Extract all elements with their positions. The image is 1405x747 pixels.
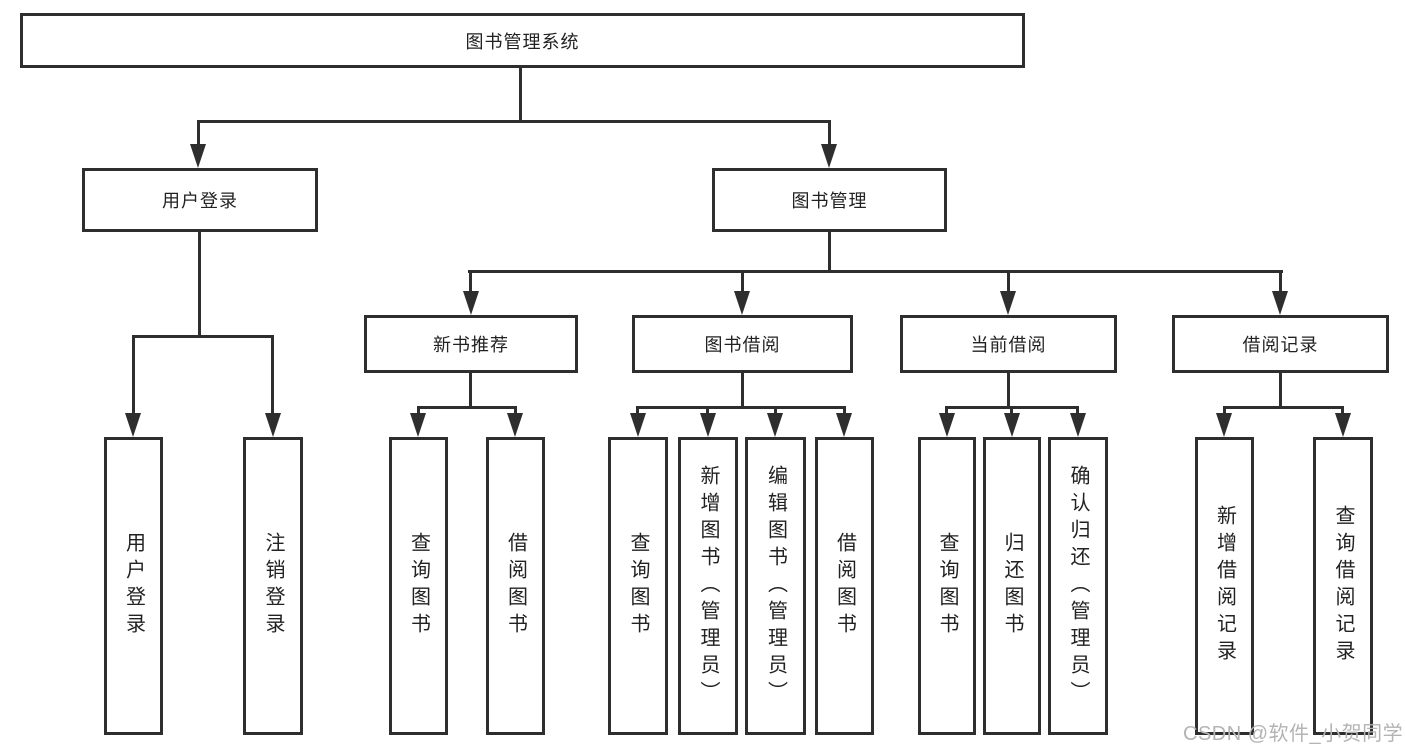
arrowhead-icon (767, 413, 783, 437)
leaf-borrow-books-recommend: 借阅图书 (486, 437, 545, 735)
connector-drop (945, 406, 948, 418)
connector-rail-level3 (468, 270, 1283, 273)
arrowhead-icon (410, 413, 426, 437)
arrowhead-icon (125, 413, 141, 437)
arrowhead-icon (1070, 413, 1086, 437)
connector-rail-borrowing (636, 406, 846, 409)
connector-rail-user-login (132, 335, 274, 338)
connector-stem-recommend (469, 372, 472, 408)
node-book-borrowing: 图书借阅 (632, 315, 853, 373)
arrowhead-icon (836, 413, 852, 437)
arrowhead-icon (1335, 413, 1351, 437)
arrowhead-icon (190, 144, 206, 168)
arrowhead-icon (463, 291, 479, 315)
connector-drop (741, 270, 744, 296)
arrowhead-icon (700, 413, 716, 437)
connector-drop (1076, 406, 1079, 418)
connector-stem-book-management (828, 231, 831, 272)
connector-drop (1010, 406, 1013, 418)
leaf-query-books-recommend: 查询图书 (389, 437, 448, 735)
connector-drop (828, 120, 831, 150)
csdn-watermark: CSDN @软件_小贺同学 (1183, 723, 1404, 745)
connector-rail-level2 (197, 120, 831, 123)
node-user-login: 用户登录 (82, 168, 318, 232)
connector-drop (469, 270, 472, 296)
node-book-management: 图书管理 (712, 168, 947, 232)
connector-stem-user-login (198, 231, 201, 337)
node-root-library-system: 图书管理系统 (20, 13, 1025, 68)
leaf-logout: 注销登录 (243, 437, 303, 735)
node-current-borrowing: 当前借阅 (900, 315, 1117, 373)
connector-stem-current (1007, 372, 1010, 408)
connector-drop (514, 406, 517, 418)
arrowhead-icon (507, 413, 523, 437)
leaf-query-books-borrowing: 查询图书 (608, 437, 668, 735)
connector-drop (843, 406, 846, 418)
connector-drop (706, 406, 709, 418)
leaf-edit-book-admin: 编辑图书（管理员） (745, 437, 806, 735)
connector-rail-records (1223, 406, 1344, 409)
arrowhead-icon (1004, 413, 1020, 437)
connector-drop (197, 120, 200, 150)
connector-rail-recommend (417, 406, 517, 409)
arrowhead-icon (265, 413, 281, 437)
connector-stem-root (519, 68, 522, 122)
connector-drop (417, 406, 420, 418)
node-new-book-recommend: 新书推荐 (364, 315, 578, 373)
leaf-confirm-return-admin: 确认归还（管理员） (1048, 437, 1108, 735)
leaf-query-books-current: 查询图书 (918, 437, 976, 735)
connector-drop (271, 335, 274, 418)
leaf-add-borrow-record: 新增借阅记录 (1195, 437, 1254, 735)
arrowhead-icon (821, 144, 837, 168)
connector-drop (1341, 406, 1344, 418)
connector-drop (132, 335, 135, 418)
leaf-add-book-admin: 新增图书（管理员） (678, 437, 738, 735)
connector-drop (1279, 270, 1282, 296)
leaf-borrow-books-borrowing: 借阅图书 (815, 437, 874, 735)
arrowhead-icon (734, 291, 750, 315)
arrowhead-icon (1216, 413, 1232, 437)
leaf-return-books: 归还图书 (983, 437, 1041, 735)
connector-drop (1007, 270, 1010, 296)
leaf-user-login: 用户登录 (104, 437, 163, 735)
arrowhead-icon (1272, 291, 1288, 315)
connector-drop (1223, 406, 1226, 418)
leaf-query-borrow-record: 查询借阅记录 (1313, 437, 1373, 735)
connector-stem-records (1279, 372, 1282, 408)
arrowhead-icon (939, 413, 955, 437)
connector-stem-borrowing (741, 372, 744, 408)
arrowhead-icon (1000, 291, 1016, 315)
node-borrowing-records: 借阅记录 (1172, 315, 1389, 373)
connector-drop (774, 406, 777, 418)
connector-drop (636, 406, 639, 418)
arrowhead-icon (630, 413, 646, 437)
